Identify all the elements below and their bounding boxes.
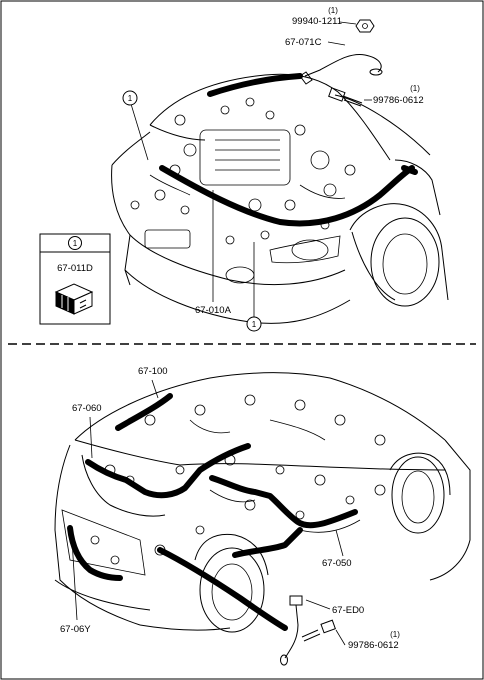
callout-symbol: 1	[128, 94, 133, 103]
front-vehicle-illustration	[111, 73, 449, 324]
roof-harness-leader	[151, 379, 159, 399]
tailgate-harness-leader	[71, 539, 78, 621]
callout-circle-1b: 1	[246, 316, 262, 332]
floor-harness-part-label: 67-050	[322, 558, 352, 569]
rear-harness-leader	[89, 416, 93, 459]
front-harness-part-label: 67-010A	[195, 305, 232, 316]
floor-harness-branch	[232, 527, 303, 558]
bolt-qty-label-bottom: (1)	[390, 630, 400, 639]
ground-lead-part-label: 67-ED0	[332, 605, 364, 616]
box-symbol: 1	[73, 239, 78, 248]
front-harness	[159, 165, 415, 227]
ground-lead-part	[280, 595, 303, 666]
roof-harness-part-label: 67-100	[138, 366, 168, 377]
box-part-label: 67-011D	[57, 263, 93, 274]
bolt-leader-bottom	[335, 629, 346, 646]
bolt-part-top	[328, 87, 363, 107]
front-harness-end	[401, 165, 418, 175]
callout-leader-a	[130, 103, 149, 161]
nut-part-label: 99940-1211	[292, 16, 342, 27]
junction-box-icon	[54, 283, 94, 315]
tailgate-harness-part-label: 67-06Y	[60, 624, 91, 635]
nut-qty-label: (1)	[328, 6, 338, 15]
nut-part	[355, 19, 375, 33]
bolt-part-label-bottom: 99786-0612	[348, 640, 399, 651]
callout-circle-1a: 1	[122, 90, 138, 106]
bolt-part-label-top: 99786-0612	[373, 95, 424, 106]
ground-lead-leader	[305, 599, 331, 610]
battery-cable-harness	[207, 73, 303, 97]
rear-fender-harness	[157, 547, 288, 631]
callout-symbol: 1	[252, 320, 257, 329]
ground-cable-part-label: 67-071C	[285, 37, 322, 48]
bolt-part-bottom	[301, 619, 336, 642]
rear-harness	[85, 443, 251, 499]
ground-cable-part	[299, 53, 383, 85]
bolt-qty-label-top: (1)	[410, 84, 420, 93]
nut-leader	[339, 21, 357, 25]
junction-box-inset: 1 67-011D	[39, 233, 111, 325]
ground-cable-leader	[327, 41, 346, 46]
roof-harness	[115, 393, 173, 431]
floor-harness	[209, 475, 358, 529]
floor-harness-leader	[335, 529, 344, 557]
tailgate-harness	[67, 525, 123, 581]
rear-harness-part-label: 67-060	[72, 403, 102, 414]
rear-vehicle-illustration	[54, 372, 471, 633]
